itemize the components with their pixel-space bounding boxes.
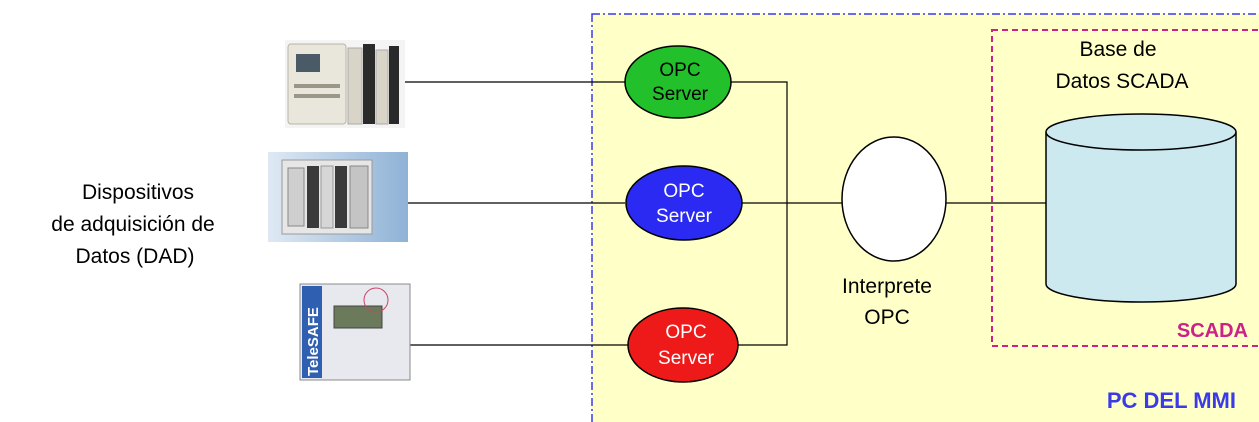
opc-server-1-shape — [624, 45, 732, 119]
database-label-line-1: Base de — [1079, 38, 1156, 61]
opc-server-3-line-2: Server — [658, 348, 715, 369]
device2-cpu-module — [287, 167, 305, 227]
database-label-line-2: Datos SCADA — [1055, 70, 1188, 93]
opc-server-2-line-2: Server — [656, 206, 713, 227]
opc-server-2-shape — [625, 165, 743, 241]
device3-sticker — [363, 287, 389, 313]
opc-server-1-line-1: OPC — [659, 60, 700, 81]
opc-server-2: OPC Server — [625, 165, 743, 241]
plc-rack-device — [268, 152, 408, 242]
device1-io-module — [347, 47, 363, 125]
scada-box — [991, 29, 1259, 347]
device2-io-module — [335, 166, 347, 228]
scada-label: SCADA — [1177, 320, 1248, 342]
dad-label-line-2: de adquisición de — [51, 213, 214, 236]
opc-interpreter-line-1: Interprete — [842, 275, 932, 298]
device2-power-module — [349, 165, 369, 229]
database-top — [1045, 113, 1237, 151]
opc-server-3: OPC Server — [627, 307, 739, 383]
opc-server-1: OPC Server — [624, 45, 732, 119]
device1-slot — [294, 94, 340, 98]
opc-server-2-line-1: OPC — [663, 181, 704, 202]
opc-server-3-shape — [627, 307, 739, 383]
device2-io-module — [320, 165, 334, 229]
opc-bus-line — [730, 81, 788, 346]
scada-region: SCADA — [991, 29, 1259, 347]
device3-brand-label: TeleSAFE — [305, 307, 322, 376]
plc-modular-device — [285, 40, 405, 128]
device1-display — [296, 54, 320, 72]
opc-interpreter-line-2: OPC — [864, 306, 910, 329]
device1-io-module — [389, 46, 399, 124]
dad-label: Dispositivos de adquisición de Datos (DA… — [51, 181, 214, 268]
pc-mmi-label: PC DEL MMI — [1107, 388, 1236, 413]
device3-side-strip — [302, 286, 322, 378]
database-body — [1045, 132, 1237, 303]
opc-server-3-line-1: OPC — [665, 322, 706, 343]
opc-server-1-line-2: Server — [652, 84, 709, 105]
scada-database: Base de Datos SCADA — [1045, 38, 1237, 303]
device1-io-module — [363, 44, 375, 124]
opc-interpreter: Interprete OPC — [841, 136, 947, 329]
dad-label-line-3: Datos (DAD) — [75, 245, 194, 268]
dad-label-line-1: Dispositivos — [82, 181, 194, 204]
device1-io-module — [375, 49, 389, 125]
device3-display — [333, 305, 383, 329]
telesafe-device: TeleSAFE — [299, 283, 411, 381]
device1-slot — [294, 84, 340, 88]
connections — [377, 81, 1046, 346]
device2-io-module — [307, 166, 319, 228]
opc-interpreter-shape — [841, 136, 947, 262]
